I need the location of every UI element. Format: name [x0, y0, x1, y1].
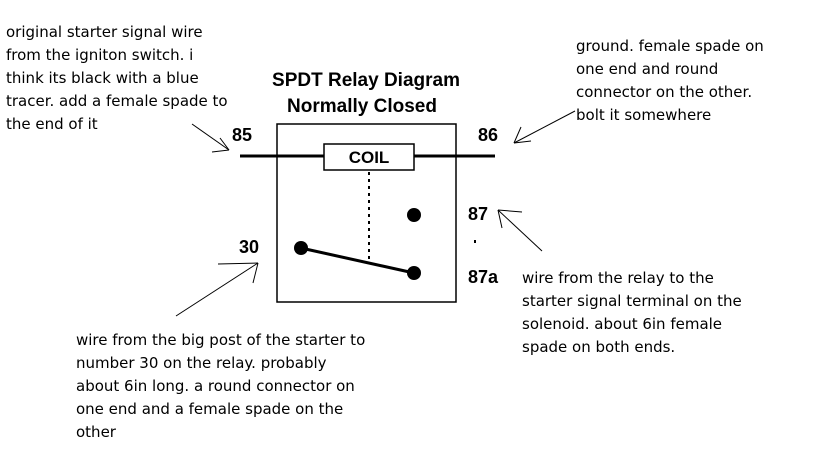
arrow-to-87 — [497, 209, 543, 252]
note-line: wire from the relay to the — [522, 269, 714, 287]
coil-label: COIL — [349, 148, 390, 167]
pin-label-87: 87 — [468, 204, 488, 224]
pin-label-87a: 87a — [468, 267, 499, 287]
note-line: number 30 on the relay. probably — [76, 354, 327, 372]
note-line: one end and round — [576, 60, 718, 78]
note-line: starter signal terminal on the — [522, 292, 742, 310]
diagram-title: SPDT Relay Diagram — [272, 70, 460, 91]
pin-label-85: 85 — [232, 125, 252, 145]
note-line: think its black with a blue — [6, 69, 199, 87]
note-line: from the igniton switch. i — [6, 46, 193, 64]
note-line: solenoid. about 6in female — [522, 315, 722, 333]
note-line: spade on both ends. — [522, 338, 675, 356]
note-line: about 6in long. a round connector on — [76, 377, 355, 395]
coil-box — [323, 143, 415, 171]
contact-87 — [407, 208, 421, 222]
note-line: ground. female spade on — [576, 37, 764, 55]
arrow-to-86 — [513, 110, 576, 144]
note-post30: wire from the big post of the starter to… — [76, 331, 370, 441]
arrow-to-30 — [175, 262, 259, 317]
switch-arm — [300, 246, 415, 275]
stray-mark — [474, 240, 476, 243]
note-line: wire from the big post of the starter to — [76, 331, 365, 349]
note-ground: ground. female spade on one end and roun… — [576, 37, 769, 124]
note-line: the end of it — [6, 115, 98, 133]
note-line: tracer. add a female spade to — [6, 92, 228, 110]
pin-label-86: 86 — [478, 125, 498, 145]
note-starter-signal: original starter signal wire from the ig… — [6, 23, 232, 133]
note-line: other — [76, 423, 117, 441]
relay-body — [276, 123, 457, 303]
arrow-to-85 — [191, 123, 230, 153]
diagram-subtitle: Normally Closed — [287, 96, 437, 117]
note-solenoid: wire from the relay to the starter signa… — [522, 269, 747, 356]
note-line: connector on the other. — [576, 83, 752, 101]
note-line: bolt it somewhere — [576, 106, 711, 124]
note-line: original starter signal wire — [6, 23, 203, 41]
note-line: one end and a female spade on the — [76, 400, 343, 418]
pin-label-30: 30 — [239, 237, 259, 257]
